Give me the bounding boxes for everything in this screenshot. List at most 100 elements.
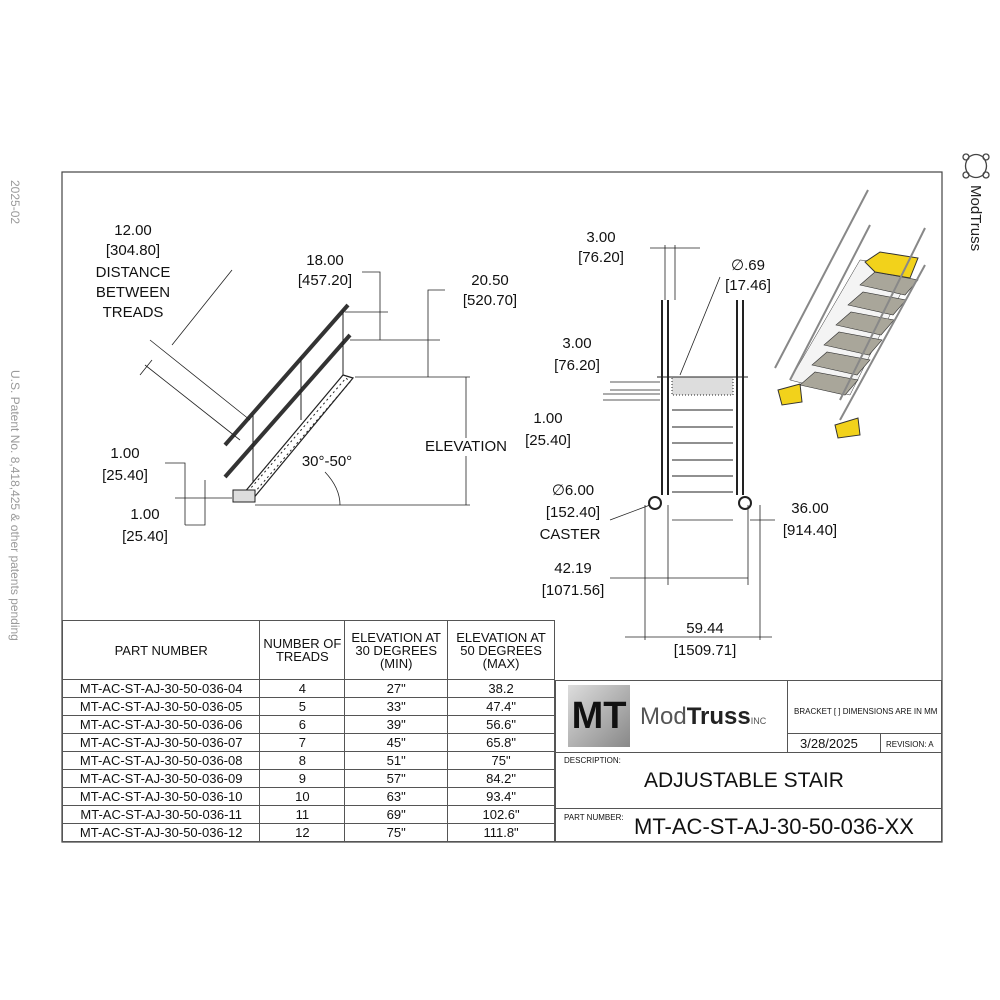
tread-distance-label-3: TREADS — [102, 304, 164, 321]
caster-dia-mm: [152.40] — [545, 504, 601, 521]
header-treads: NUMBER OF TREADS — [259, 620, 346, 680]
hole-dia-mm: [17.46] — [725, 277, 771, 294]
hole-dia-in: ∅.69 — [731, 257, 765, 274]
cell-elev-30: 57" — [344, 769, 449, 788]
cell-treads: 12 — [259, 823, 346, 842]
rail-upper-in: 18.00 — [306, 252, 344, 269]
cell-treads: 5 — [259, 697, 346, 716]
cell-part-number: MT-AC-ST-AJ-30-50-036-05 — [61, 697, 261, 716]
cell-part-number: MT-AC-ST-AJ-30-50-036-09 — [61, 769, 261, 788]
offset-a-in: 1.00 — [110, 445, 140, 462]
outer-width-in: 59.44 — [686, 620, 724, 637]
cell-part-number: MT-AC-ST-AJ-30-50-036-12 — [61, 823, 261, 842]
tread-distance-mm: [304.80] — [105, 242, 161, 259]
description-label: DESCRIPTION: — [564, 756, 621, 765]
cell-elev-50: 38.2 — [447, 679, 555, 698]
cell-elev-30: 27" — [344, 679, 449, 698]
cell-part-number: MT-AC-ST-AJ-30-50-036-04 — [61, 679, 261, 698]
header-part-number: PART NUMBER — [61, 620, 261, 680]
description-block: DESCRIPTION: ADJUSTABLE STAIR — [555, 752, 942, 809]
cell-part-number: MT-AC-ST-AJ-30-50-036-07 — [61, 733, 261, 752]
parts-table: PART NUMBER NUMBER OF TREADS ELEVATION A… — [61, 620, 555, 842]
cell-elev-50: 84.2" — [447, 769, 555, 788]
part-number-value: MT-AC-ST-AJ-30-50-036-XX — [634, 814, 914, 839]
cell-elev-50: 75" — [447, 751, 555, 770]
cell-treads: 10 — [259, 787, 346, 806]
rail-top-in: 20.50 — [471, 272, 509, 289]
cell-elev-30: 33" — [344, 697, 449, 716]
cell-elev-50: 102.6" — [447, 805, 555, 824]
inner-width-in: 36.00 — [791, 500, 829, 517]
cell-part-number: MT-AC-ST-AJ-30-50-036-11 — [61, 805, 261, 824]
bracket-note: BRACKET [ ] DIMENSIONS ARE IN MM — [787, 680, 942, 734]
isometric-stair-render — [774, 189, 926, 439]
tread-offset-mm: [25.40] — [525, 432, 571, 449]
platform-gap-in: 3.00 — [562, 335, 592, 352]
post-width-in: 3.00 — [586, 229, 616, 246]
cell-part-number: MT-AC-ST-AJ-30-50-036-10 — [61, 787, 261, 806]
cell-treads: 6 — [259, 715, 346, 734]
mid-width-in: 42.19 — [554, 560, 592, 577]
cell-part-number: MT-AC-ST-AJ-30-50-036-08 — [61, 751, 261, 770]
cell-treads: 7 — [259, 733, 346, 752]
cell-elev-30: 69" — [344, 805, 449, 824]
angle-label: 30°-50° — [301, 453, 353, 470]
caster-dia-in: ∅6.00 — [551, 482, 595, 499]
cell-elev-50: 47.4" — [447, 697, 555, 716]
drawing-frame — [61, 171, 943, 843]
revision: REVISION: A — [880, 733, 942, 753]
offset-b-in: 1.00 — [130, 506, 160, 523]
side-view-stair — [139, 269, 470, 526]
rail-upper-mm: [457.20] — [297, 272, 353, 289]
logo-block: MT ModTrussINC — [555, 680, 788, 753]
tread-distance-label-2: BETWEEN — [95, 284, 171, 301]
cell-elev-50: 56.6" — [447, 715, 555, 734]
cell-elev-50: 111.8" — [447, 823, 555, 842]
rail-top-mm: [520.70] — [462, 292, 518, 309]
part-number-label: PART NUMBER: — [564, 813, 624, 822]
cell-elev-30: 63" — [344, 787, 449, 806]
cell-elev-30: 39" — [344, 715, 449, 734]
inner-width-mm: [914.40] — [782, 522, 838, 539]
cell-part-number: MT-AC-ST-AJ-30-50-036-06 — [61, 715, 261, 734]
part-number-block: PART NUMBER: MT-AC-ST-AJ-30-50-036-XX — [555, 808, 942, 842]
drawing-date: 3/28/2025 — [787, 733, 881, 753]
caster-label: CASTER — [539, 526, 601, 543]
elevation-label: ELEVATION — [425, 438, 507, 456]
header-elev-50: ELEVATION AT 50 DEGREES (MAX) — [447, 620, 555, 680]
offset-a-mm: [25.40] — [102, 467, 148, 484]
cell-treads: 9 — [259, 769, 346, 788]
post-width-mm: [76.20] — [578, 249, 624, 266]
cell-elev-50: 65.8" — [447, 733, 555, 752]
table-header-row: PART NUMBER NUMBER OF TREADS ELEVATION A… — [61, 620, 555, 680]
platform-gap-mm: [76.20] — [554, 357, 600, 374]
mt-logo-cube: MT — [568, 685, 630, 747]
cell-elev-30: 51" — [344, 751, 449, 770]
mid-width-mm: [1071.56] — [541, 582, 605, 599]
description-value: ADJUSTABLE STAIR — [644, 769, 844, 792]
modtruss-logo: ModTrussINC — [640, 703, 767, 730]
brand-vertical: ModTruss — [967, 185, 984, 252]
modtruss-brand-icon — [962, 153, 990, 179]
offset-b-mm: [25.40] — [122, 528, 168, 545]
cell-elev-50: 93.4" — [447, 787, 555, 806]
header-elev-30: ELEVATION AT 30 DEGREES (MIN) — [344, 620, 449, 680]
tread-distance-label-1: DISTANCE — [95, 264, 171, 281]
tread-distance-in: 12.00 — [114, 222, 152, 239]
tread-offset-in: 1.00 — [533, 410, 563, 427]
cell-elev-30: 45" — [344, 733, 449, 752]
cell-treads: 8 — [259, 751, 346, 770]
cell-treads: 4 — [259, 679, 346, 698]
cell-elev-30: 75" — [344, 823, 449, 842]
front-view-stair — [603, 245, 775, 640]
